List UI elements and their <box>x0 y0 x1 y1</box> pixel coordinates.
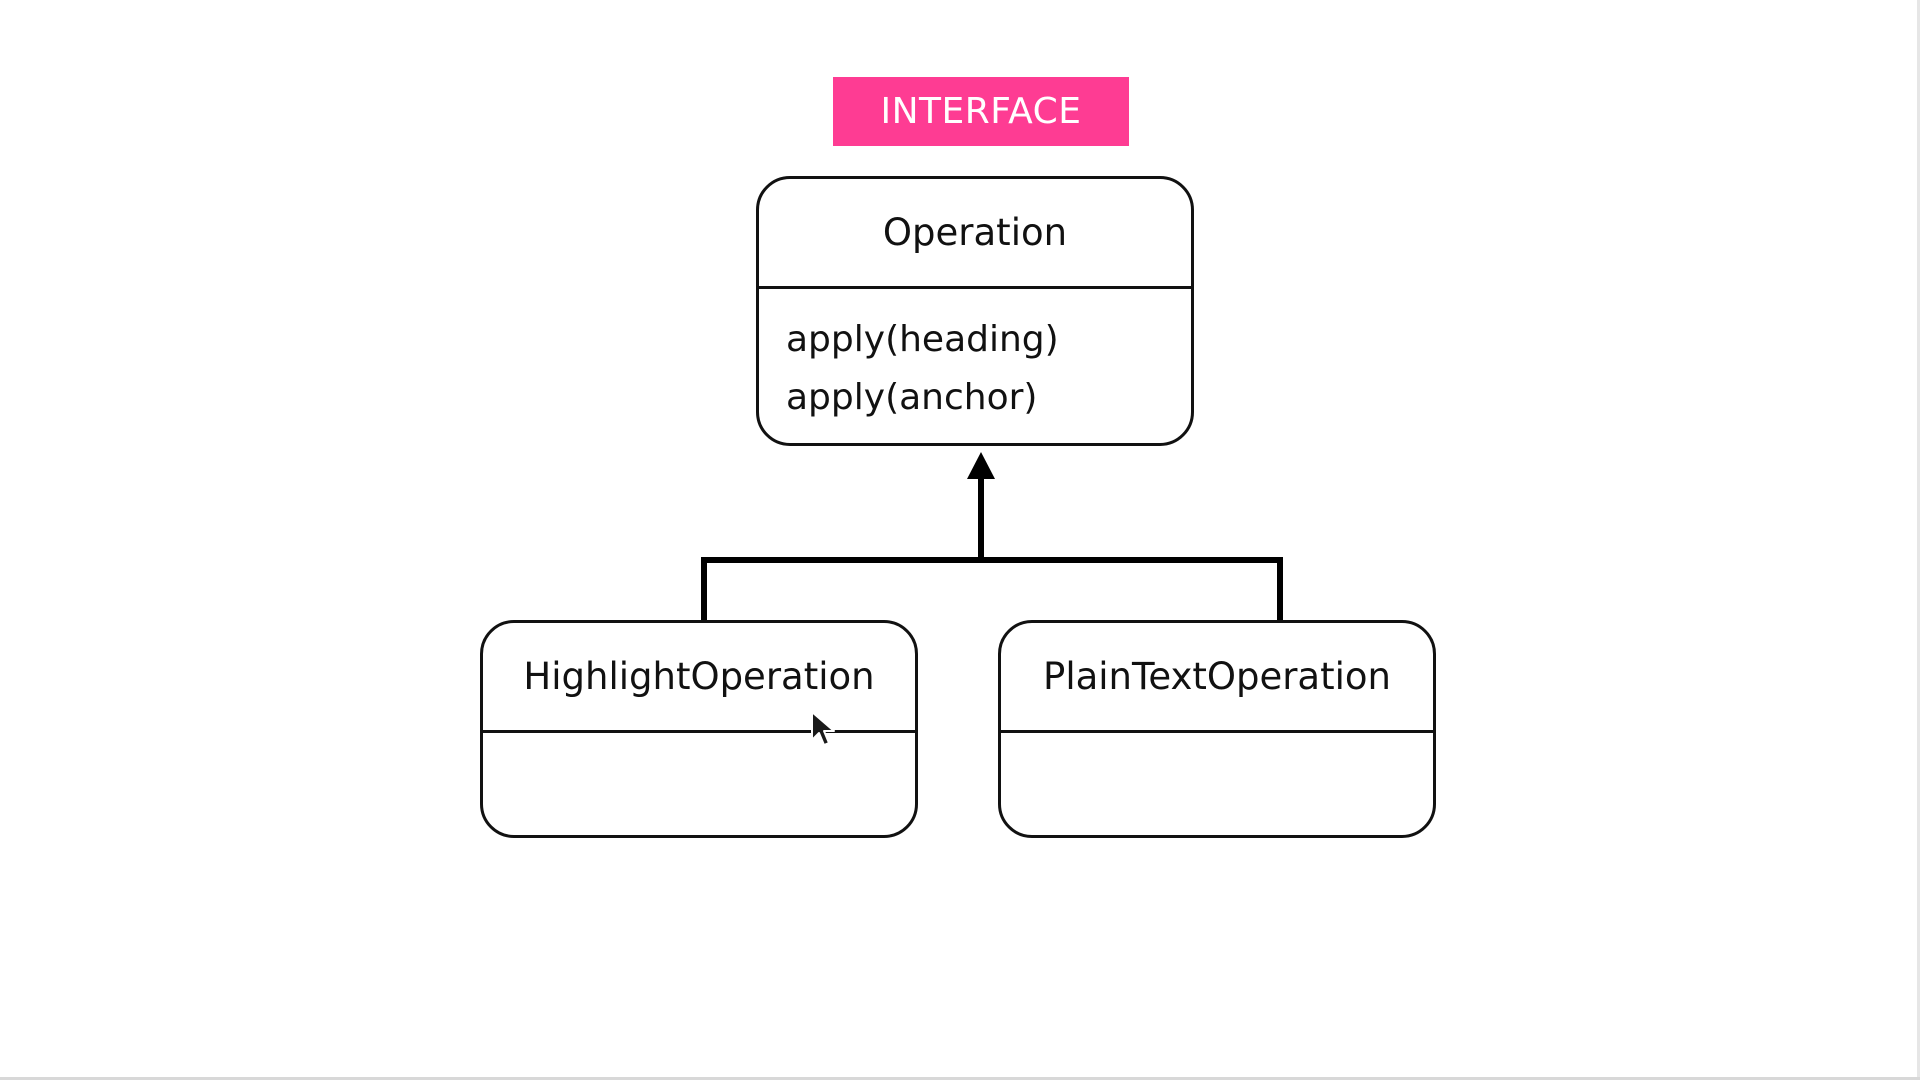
operation-class-box[interactable]: Operation apply(heading) apply(anchor) <box>756 176 1194 446</box>
plain-text-operation-methods <box>1001 733 1433 755</box>
bottom-edge-divider <box>0 1077 1920 1080</box>
highlight-operation-class-header: HighlightOperation <box>483 623 915 733</box>
method-apply-anchor: apply(anchor) <box>786 377 1038 418</box>
interface-badge-label: INTERFACE <box>880 91 1082 132</box>
highlight-operation-class-box[interactable]: HighlightOperation <box>480 620 918 838</box>
plain-text-operation-class-box[interactable]: PlainTextOperation <box>998 620 1436 838</box>
mouse-pointer-icon <box>811 711 835 746</box>
right-edge-divider <box>1917 0 1920 1080</box>
plain-text-operation-class-name: PlainTextOperation <box>1043 655 1391 698</box>
operation-class-name: Operation <box>882 211 1068 254</box>
interface-badge: INTERFACE <box>833 77 1129 146</box>
highlight-operation-methods <box>483 733 915 755</box>
plain-text-operation-class-header: PlainTextOperation <box>1001 623 1433 733</box>
highlight-operation-class-name: HighlightOperation <box>523 655 875 698</box>
inheritance-arrowhead <box>967 452 995 479</box>
operation-class-header: Operation <box>759 179 1191 289</box>
operation-methods: apply(heading) apply(anchor) <box>759 289 1191 427</box>
connector-branches <box>701 557 1283 624</box>
method-apply-heading: apply(heading) <box>786 319 1059 360</box>
